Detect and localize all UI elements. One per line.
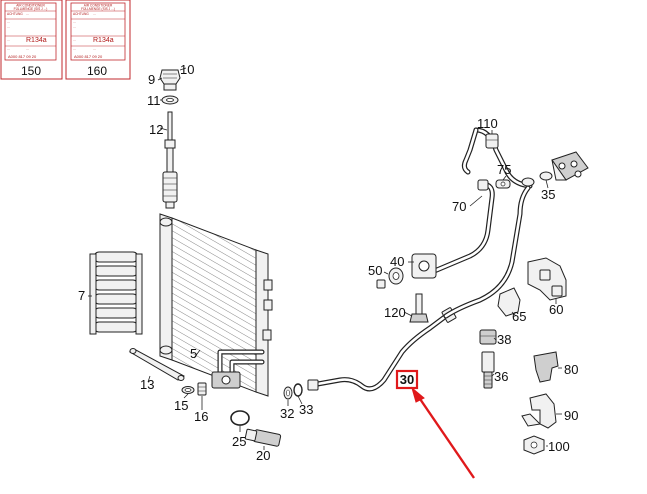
- o-ring-50[interactable]: [376, 267, 404, 289]
- service-valve-36[interactable]: [481, 351, 495, 389]
- highlight-box: [395, 369, 419, 390]
- receiver-drier-assembly[interactable]: [159, 69, 181, 209]
- callout-33: 33: [299, 402, 313, 417]
- card-text-line: ...: [26, 47, 29, 51]
- card-text-line: AIR CONDITIONER: [16, 4, 45, 8]
- callout-20: 20: [256, 448, 270, 463]
- callout-15: 15: [174, 398, 188, 413]
- callout-13: 13: [140, 377, 154, 392]
- highlighted-callout[interactable]: 30: [395, 369, 419, 390]
- callout-5: 5: [190, 346, 197, 361]
- callout-36: 36: [494, 369, 508, 384]
- callout-9: 9: [148, 72, 155, 87]
- clip-75[interactable]: [495, 177, 535, 189]
- card-text-line: ...: [7, 20, 10, 24]
- card-text-line: AIR CONDITIONER: [84, 4, 113, 8]
- card-text-line: ...: [73, 25, 76, 29]
- bracket-60[interactable]: [527, 257, 567, 301]
- block-fitting-40[interactable]: [411, 253, 437, 279]
- callout-110: 110: [477, 116, 498, 131]
- card-text-line: ...: [73, 20, 76, 24]
- callout-40: 40: [390, 254, 404, 269]
- highlight-arrow: [411, 386, 475, 479]
- pressure-switch[interactable]: [244, 428, 282, 447]
- desiccant-cartridge[interactable]: [128, 348, 185, 381]
- callout-65: 65: [512, 309, 526, 324]
- expansion-valve[interactable]: [539, 151, 589, 181]
- card-text-line: ...: [93, 12, 96, 16]
- callout-25: 25: [232, 434, 246, 449]
- bracket-assembly[interactable]: [89, 251, 143, 335]
- pressure-line-75[interactable]: [443, 127, 533, 319]
- card-text-line: ...: [7, 47, 10, 51]
- callout-10: 10: [180, 62, 194, 77]
- callout-35: 35: [541, 187, 555, 202]
- clip-65[interactable]: [497, 287, 521, 317]
- callout-120: 120: [384, 305, 406, 320]
- suction-line-70[interactable]: [429, 179, 495, 275]
- card-text-line: ACHTUNG: [73, 12, 89, 16]
- callout-11: 11: [147, 93, 161, 108]
- callout-60: 60: [549, 302, 563, 317]
- o-ring-15[interactable]: [181, 386, 195, 394]
- card-text-line: A000 817 09 20: [74, 54, 103, 59]
- callout-labels: 10 9 11 12 110 75 35 70 40 50 60 120 65 …: [78, 62, 578, 463]
- callout-90: 90: [564, 408, 578, 423]
- condenser[interactable]: [159, 213, 273, 397]
- callout-12: 12: [149, 122, 163, 137]
- callout-80: 80: [564, 362, 578, 377]
- card-text-line: R134a: [26, 37, 47, 44]
- card-text-line: ...: [93, 47, 96, 51]
- callout-16: 16: [194, 409, 208, 424]
- callout-38: 38: [497, 332, 511, 347]
- label-card-160[interactable]: AIR CONDITIONER FÜLLMENGE (SIS J ...) AC…: [65, 0, 131, 80]
- valve-cap-38[interactable]: [479, 329, 497, 345]
- callout-100: 100: [548, 439, 570, 454]
- label-card-150[interactable]: AIR CONDITIONER FÜLLMENGE (SIS J ...) AC…: [0, 0, 63, 80]
- card-text-line: R134a: [93, 37, 114, 44]
- callout-32: 32: [280, 406, 294, 421]
- card-text-line: A000 817 09 20: [8, 54, 37, 59]
- callout-50: 50: [368, 263, 382, 278]
- o-ring-25[interactable]: [230, 410, 250, 426]
- card-text-line: ...: [7, 38, 10, 42]
- seal-32[interactable]: [283, 386, 293, 400]
- bracket-90[interactable]: [521, 393, 557, 429]
- rubber-mount-80[interactable]: [533, 351, 559, 383]
- nut-100[interactable]: [523, 435, 545, 455]
- callout-150: 150: [21, 64, 41, 78]
- card-text-line: ...: [73, 47, 76, 51]
- card-text-line: ...: [73, 38, 76, 42]
- bolt-120[interactable]: [409, 293, 429, 323]
- callout-75: 75: [497, 162, 511, 177]
- callout-70: 70: [452, 199, 466, 214]
- card-text-line: FÜLLMENGE (SIS J ...): [81, 7, 115, 11]
- card-text-line: FÜLLMENGE (SIS J ...): [14, 7, 48, 11]
- plug-16[interactable]: [197, 382, 207, 396]
- refrigerant-line-30[interactable]: [307, 307, 457, 392]
- leader-lines: [88, 67, 562, 450]
- clip-110[interactable]: [485, 133, 499, 149]
- seal-33[interactable]: [293, 383, 303, 397]
- card-text-line: ACHTUNG: [7, 12, 23, 16]
- card-text-line: ...: [7, 25, 10, 29]
- callout-160: 160: [87, 64, 107, 78]
- callout-7: 7: [78, 288, 85, 303]
- callout-30: 30: [400, 372, 414, 387]
- card-text-line: ...: [26, 12, 29, 16]
